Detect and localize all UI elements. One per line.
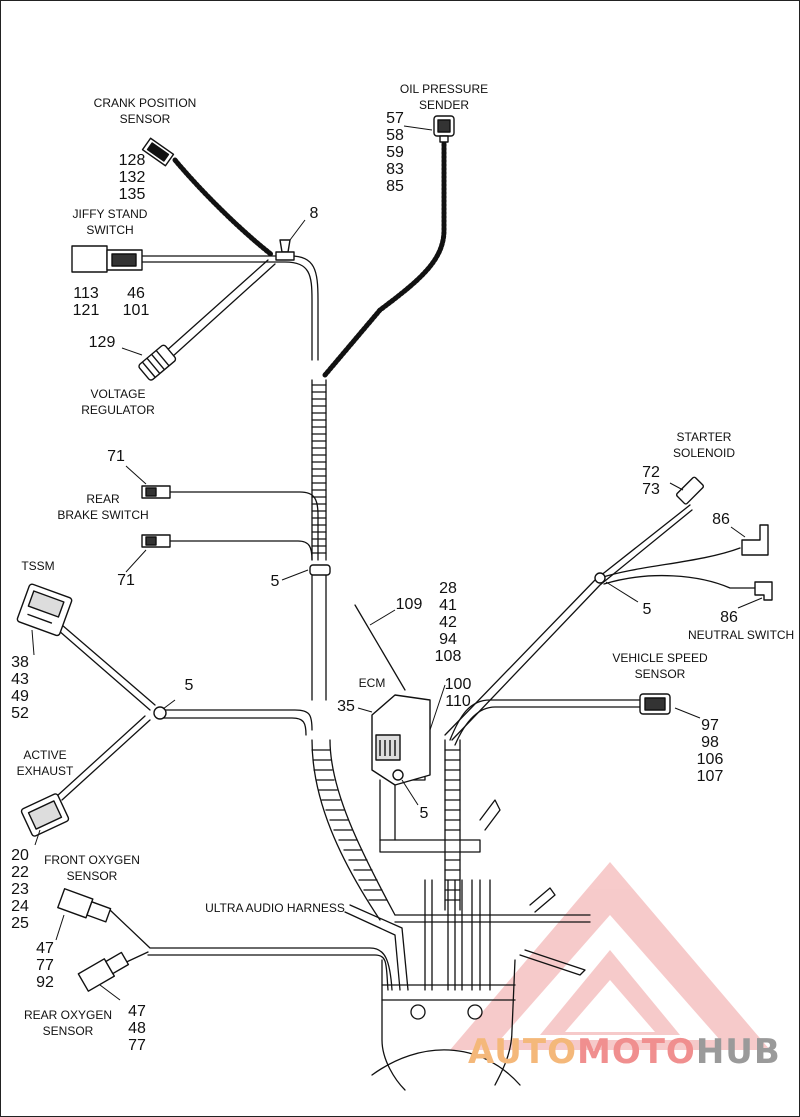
lower-71-callout: 71: [117, 572, 135, 589]
neutral-switch-label: NEUTRAL SWITCH: [688, 628, 795, 642]
watermark-logo-icon: [450, 862, 770, 1050]
cable-clip-mid-icon: [309, 564, 331, 576]
tssm-module-icon: [16, 583, 73, 637]
clip-mid-callout: 5: [270, 573, 280, 590]
cable-clip-left-icon: [153, 706, 167, 720]
rear-brake-callout: 71: [107, 448, 125, 465]
ecm-strap-callout: 109: [395, 596, 423, 613]
oil-pressure-sender-icon: [433, 115, 455, 143]
ecm-label: ECM: [358, 676, 386, 690]
neutral-switch-connector-2-icon: [754, 581, 773, 601]
clip-left-callout: 5: [184, 677, 194, 694]
ecm-callout: 35: [337, 698, 355, 715]
rear-brake-switch-connector-icon: [141, 485, 171, 499]
clip-top-callout: 8: [309, 205, 319, 222]
cable-clip-icon: [275, 239, 295, 261]
rear-brake-switch-connector-2-icon: [141, 534, 171, 548]
crank-position-sensor-connector-icon: [141, 137, 175, 167]
ecm-module-icon: [371, 694, 431, 786]
active-exhaust-connector-icon: [20, 793, 70, 837]
jiffy-stand-switch-icon: [71, 245, 143, 273]
clip-right-callout: 5: [642, 601, 652, 618]
starter-solenoid-connector-icon: [675, 476, 705, 505]
rear-oxygen-sensor-icon: [77, 951, 130, 992]
voltage-regulator-connector-icon: [138, 344, 177, 381]
vehicle-speed-sensor-connector-icon: [639, 693, 671, 715]
ultra-audio-harness-label: ULTRA AUDIO HARNESS: [205, 901, 345, 915]
neutral-top-callout: 86: [712, 511, 730, 528]
neutral-bottom-callout: 86: [720, 609, 738, 626]
neutral-switch-connector-icon: [741, 524, 769, 556]
cable-clip-right-icon: [594, 572, 606, 584]
tssm-label: TSSM: [21, 559, 55, 573]
front-oxygen-sensor-icon: [57, 888, 112, 923]
clip-ecm-callout: 5: [419, 805, 429, 822]
watermark-text: AUTOMOTOHUB: [468, 1032, 781, 1072]
voltage-callout: 129: [88, 334, 116, 351]
